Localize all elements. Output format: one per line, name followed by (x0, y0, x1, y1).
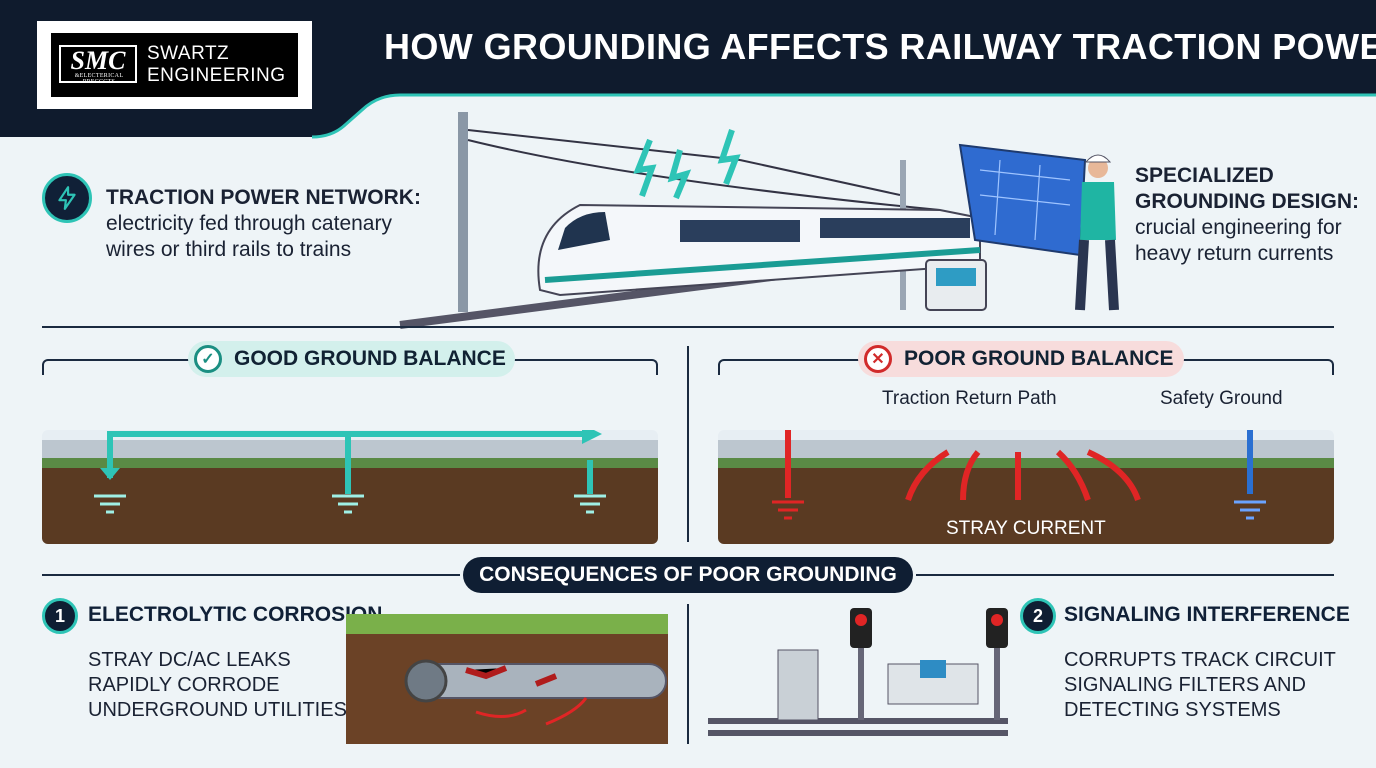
poor-ground-diagram (718, 430, 1334, 544)
train-windows-2 (820, 218, 970, 238)
logo-word-2: ENGINEERING (147, 65, 286, 86)
blueprint-lines (979, 159, 1071, 241)
logo-mark: SMC (59, 45, 137, 83)
item-number-1: 1 (42, 598, 78, 634)
header-background (0, 0, 1376, 139)
company-logo[interactable]: SMC &ELECTERICAL PRECCCTS SWARTZ ENGINEE… (36, 20, 313, 110)
arrow-down-head (100, 468, 120, 480)
train-windows (680, 220, 800, 242)
safety-vest (1080, 182, 1116, 240)
equipment-cabinet (777, 649, 819, 721)
signaling-title: SIGNALING INTERFERENCE (1064, 603, 1350, 626)
signaling-illustration (708, 608, 1008, 736)
corrosion-description: STRAY DC/AC LEAKS RAPIDLY CORRODE UNDERG… (88, 649, 347, 721)
spark-bolts (633, 129, 741, 200)
divider-right (916, 574, 1334, 576)
divider-top (42, 326, 1334, 328)
poor-balance-label: ✕ POOR GROUND BALANCE (858, 341, 1184, 377)
pipe-opening (404, 659, 448, 703)
divider-vertical (687, 346, 689, 542)
logo-subtext: &ELECTERICAL PRECCCTS (74, 73, 124, 85)
safety-ground-label: Safety Ground (1160, 388, 1283, 409)
page-title: HOW GROUNDING AFFECTS RAILWAY TRACTION P… (384, 26, 1376, 67)
hard-hat (1084, 154, 1112, 163)
leak-arrows (475, 697, 588, 726)
soil-layer (718, 468, 1334, 544)
divider-left (42, 574, 460, 576)
good-balance-label: ✓ GOOD GROUND BALANCE (188, 341, 515, 377)
traction-title: TRACTION POWER NETWORK: (106, 186, 421, 209)
signal-post-2 (994, 610, 1000, 720)
logo-inner: SMC &ELECTERICAL PRECCCTS SWARTZ ENGINEE… (51, 33, 298, 97)
grounding-design-text: SPECIALIZED GROUNDING DESIGN: crucial en… (1135, 163, 1365, 267)
lightning-bolt-icon (42, 173, 92, 223)
grass-strip (718, 458, 1334, 468)
signaling-description: CORRUPTS TRACK CIRCUIT SIGNALING FILTERS… (1064, 649, 1336, 721)
design-body: crucial engineering for heavy return cur… (1135, 216, 1342, 265)
train-stripe (544, 247, 981, 283)
ground-symbols (94, 494, 606, 514)
meter-display (936, 268, 976, 286)
stray-current-arrows (905, 449, 1141, 502)
blue-ground-symbol (1234, 500, 1266, 520)
traction-return-arrow (785, 430, 791, 498)
engineer-head (1088, 158, 1108, 178)
corrosion-title: ELECTROLYTIC CORROSION (88, 603, 383, 626)
signal-post (858, 610, 864, 720)
poor-label-text: POOR GROUND BALANCE (904, 347, 1174, 370)
filter-display (920, 660, 946, 678)
return-path-label: Traction Return Path (882, 388, 1057, 409)
return-path-arrow (107, 431, 582, 478)
logo-word-1: SWARTZ (147, 43, 230, 64)
catenary-wire (467, 129, 941, 211)
check-circle-icon: ✓ (194, 345, 222, 373)
item-number-2: 2 (1020, 598, 1056, 634)
catenary-pole (458, 112, 468, 312)
good-label-text: GOOD GROUND BALANCE (234, 347, 506, 370)
rail-bed (718, 440, 1334, 460)
traction-body: electricity fed through catenary wires o… (106, 212, 392, 261)
corroded-pipe-illustration (346, 614, 668, 744)
track-rail (708, 718, 1008, 724)
header-banner: SMC &ELECTERICAL PRECCCTS SWARTZ ENGINEE… (0, 0, 1376, 140)
train-windshield (558, 212, 610, 250)
traction-network-text: TRACTION POWER NETWORK: electricity fed … (106, 185, 446, 263)
x-circle-icon: ✕ (864, 345, 892, 373)
train-illustration (399, 112, 1119, 329)
red-ground-symbol (772, 500, 804, 520)
engineer-legs (1075, 239, 1119, 311)
good-ground-diagram (42, 430, 658, 544)
track-rail-2 (708, 730, 1008, 736)
arrow-head (582, 430, 602, 444)
grass-top (346, 614, 668, 634)
divider-vertical-bottom (687, 604, 689, 744)
signal-red-light-2 (991, 614, 1003, 626)
signal-red-light (855, 614, 867, 626)
stray-current-label: STRAY CURRENT (946, 518, 1106, 539)
consequences-title: CONSEQUENCES OF POOR GROUNDING (463, 557, 913, 593)
corrosion-spots (465, 665, 558, 687)
design-title: SPECIALIZED GROUNDING DESIGN: (1135, 164, 1360, 213)
